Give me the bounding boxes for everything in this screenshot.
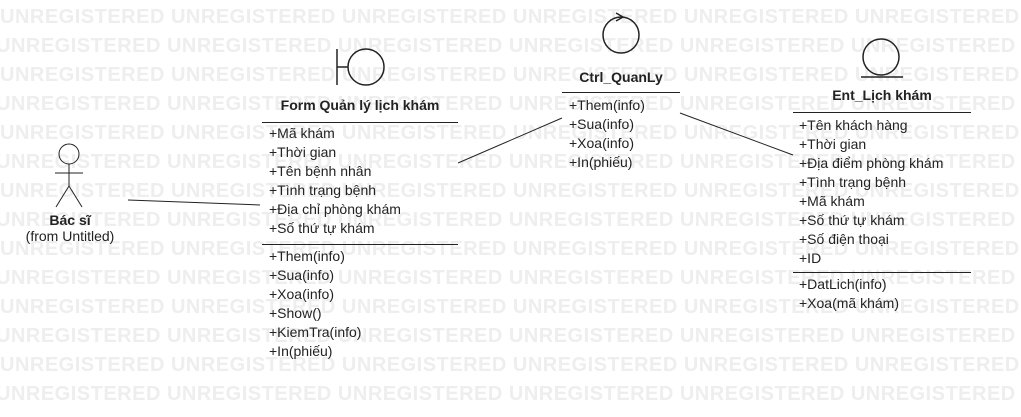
watermark-row: UNREGISTERED UNREGISTERED UNREGISTERED U… — [0, 35, 1021, 57]
control-icon — [602, 12, 640, 54]
attribute-item: +Thời gian — [799, 136, 867, 152]
attribute-item: +Tình trạng bệnh — [799, 174, 907, 190]
attribute-item: +Mã khám — [799, 193, 865, 209]
class-form[interactable]: Form Quản lý lịch khám +Mã khám +Thời gia… — [262, 96, 458, 366]
class-entity[interactable]: Ent_Lịch khám +Tên khách hàng +Thời gian +… — [793, 86, 971, 316]
attribute-item: +Số thứ tự khám — [799, 212, 905, 228]
class-ctrl-title: Ctrl_QuanLy — [579, 69, 663, 85]
operation-item: +Sua(info) — [269, 267, 334, 283]
actor-name: Bác sĩ — [49, 212, 91, 228]
class-ctrl[interactable]: Ctrl_QuanLy +Them(info) +Sua(info) +Xoa(in… — [562, 68, 680, 178]
watermark-row: UNREGISTERED UNREGISTERED UNREGISTERED U… — [0, 296, 1021, 318]
watermark-row: UNREGISTERED UNREGISTERED UNREGISTERED U… — [0, 180, 1021, 202]
attribute-item: +Mã khám — [269, 125, 335, 141]
operation-item: +KiemTra(info) — [269, 324, 362, 340]
attribute-item: +Địa chỉ phòng khám — [269, 201, 401, 217]
entity-icon — [861, 38, 903, 78]
attribute-item: +Số điện thoại — [799, 231, 889, 247]
attribute-item: +ID — [799, 250, 822, 266]
class-entity-divider-1 — [793, 112, 971, 113]
operation-item: +Show() — [269, 305, 322, 321]
operation-item: +In(phiếu) — [269, 343, 333, 359]
actor-label: Bác sĩ (from Untitled) — [8, 212, 132, 244]
watermark-row: UNREGISTERED UNREGISTERED UNREGISTERED U… — [0, 122, 1021, 144]
watermark-row: UNREGISTERED UNREGISTERED UNREGISTERED U… — [0, 354, 1021, 376]
operation-item: +Sua(info) — [569, 116, 634, 132]
actor-note: (from Untitled) — [25, 228, 115, 244]
watermark-row: UNREGISTERED UNREGISTERED UNREGISTERED U… — [0, 64, 1021, 86]
class-entity-title: Ent_Lịch khám — [832, 87, 932, 103]
watermark-row: UNREGISTERED UNREGISTERED UNREGISTERED U… — [0, 383, 1021, 405]
watermark-row: UNREGISTERED UNREGISTERED UNREGISTERED U… — [0, 325, 1021, 347]
attribute-item: +Địa điểm phòng khám — [799, 155, 944, 171]
watermark-row: UNREGISTERED UNREGISTERED UNREGISTERED U… — [0, 209, 1021, 231]
boundary-icon — [336, 48, 385, 86]
association-actor-form — [127, 199, 261, 206]
operation-item: +Them(info) — [269, 248, 345, 264]
attribute-item: +Tình trạng bệnh — [269, 182, 377, 198]
class-form-divider-2 — [262, 244, 458, 245]
operation-item: +In(phiếu) — [569, 154, 633, 170]
operation-item: +Xoa(info) — [569, 135, 634, 151]
class-form-divider-1 — [262, 122, 458, 123]
attribute-item: +Thời gian — [269, 144, 337, 160]
watermark-row: UNREGISTERED UNREGISTERED UNREGISTERED U… — [0, 151, 1021, 173]
watermark-row: UNREGISTERED UNREGISTERED UNREGISTERED U… — [0, 267, 1021, 289]
class-form-title: Form Quản lý lịch khám — [280, 97, 440, 113]
attribute-item: +Tên khách hàng — [799, 117, 908, 133]
watermark-row: UNREGISTERED UNREGISTERED UNREGISTERED U… — [0, 6, 1021, 28]
class-ctrl-divider — [562, 92, 680, 93]
actor-icon — [55, 143, 83, 208]
association-ctrl-entity — [679, 112, 794, 156]
attribute-item: +Số thứ tự khám — [269, 220, 375, 236]
attribute-item: +Tên bệnh nhân — [269, 163, 372, 179]
operation-item: +Xoa(info) — [269, 286, 334, 302]
operation-item: +Them(info) — [569, 97, 645, 113]
class-entity-divider-2 — [793, 272, 971, 273]
association-form-ctrl — [457, 117, 563, 164]
watermark-row: UNREGISTERED UNREGISTERED UNREGISTERED U… — [0, 93, 1021, 115]
operation-item: +Xoa(mã khám) — [799, 295, 899, 311]
watermark-row: UNREGISTERED UNREGISTERED UNREGISTERED U… — [0, 238, 1021, 260]
operation-item: +DatLich(info) — [799, 276, 887, 292]
